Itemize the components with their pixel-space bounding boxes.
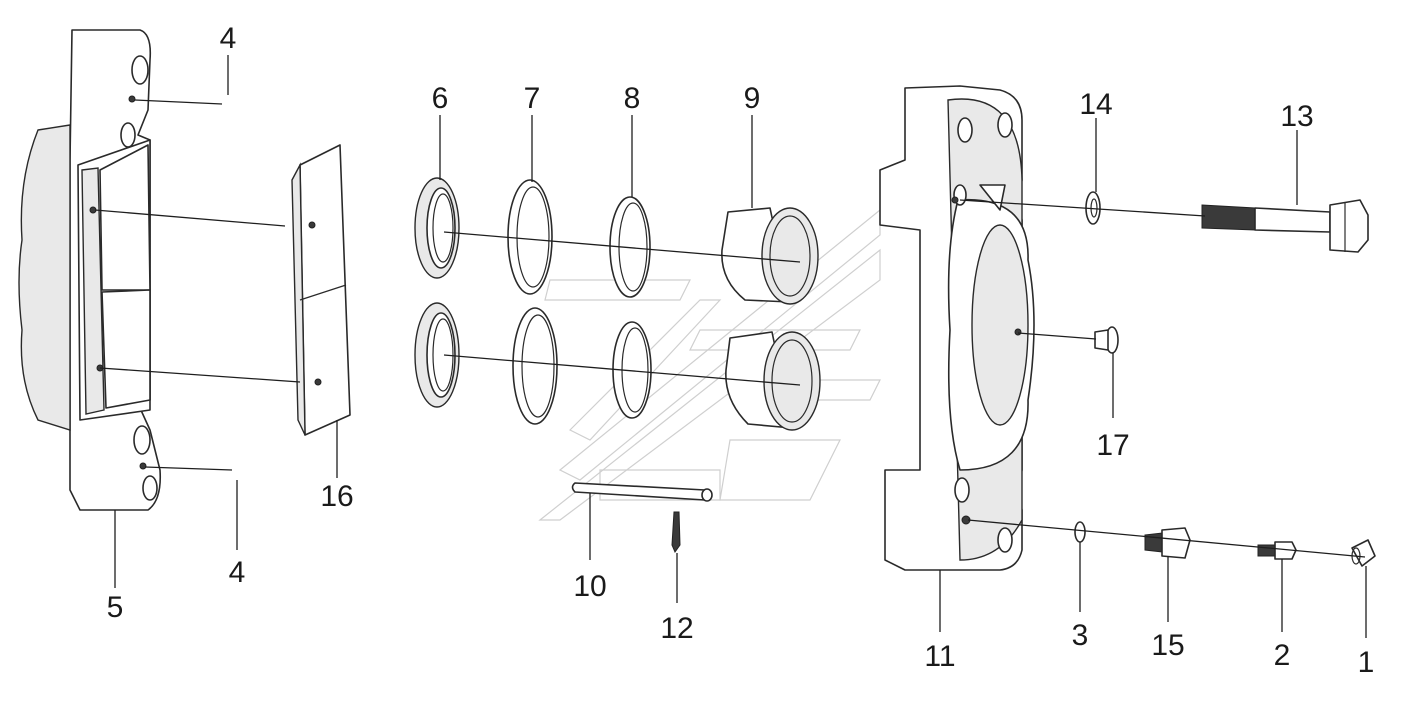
callouts: 4 4 5 16 6 7 8 9 10 12 11 14 13 17 3 15 … xyxy=(107,22,1375,679)
part-5-caliper-outer-half xyxy=(18,29,162,511)
callout-7: 7 xyxy=(524,82,541,115)
part-6-seal-lower xyxy=(414,302,460,408)
part-13-bolt xyxy=(1201,199,1369,253)
callout-13: 13 xyxy=(1280,100,1313,133)
part-17-cap xyxy=(1094,326,1119,354)
callout-10: 10 xyxy=(573,570,606,603)
callout-4-top: 4 xyxy=(220,22,237,55)
callout-8: 8 xyxy=(624,82,641,115)
callout-1: 1 xyxy=(1358,646,1375,679)
callout-11: 11 xyxy=(924,640,955,673)
callout-2: 2 xyxy=(1274,639,1291,672)
part-11-caliper-inner-half xyxy=(879,85,1035,571)
part-16-brake-pad xyxy=(291,144,351,436)
part-1-cap xyxy=(1351,539,1376,567)
callout-6: 6 xyxy=(432,82,449,115)
callout-5: 5 xyxy=(107,591,124,624)
part-7-ring-upper xyxy=(507,179,553,295)
part-9-piston-lower xyxy=(725,331,821,431)
callout-15: 15 xyxy=(1151,629,1184,662)
part-6-seal-upper xyxy=(414,177,460,279)
callout-4-bottom: 4 xyxy=(229,556,246,589)
part-10-pin xyxy=(571,482,713,502)
callout-9: 9 xyxy=(744,82,761,115)
part-9-piston-upper xyxy=(721,207,819,305)
part-7-ring-lower xyxy=(512,307,558,425)
leader-lines xyxy=(94,55,1367,638)
watermark-logo xyxy=(538,208,881,521)
part-12-clip xyxy=(671,511,681,554)
callout-12: 12 xyxy=(660,612,693,645)
callout-16: 16 xyxy=(320,480,353,513)
callout-14: 14 xyxy=(1079,88,1112,121)
part-3-washer xyxy=(1074,521,1086,543)
part-15-fitting xyxy=(1144,527,1191,559)
callout-17: 17 xyxy=(1096,429,1129,462)
callout-3: 3 xyxy=(1072,619,1089,652)
